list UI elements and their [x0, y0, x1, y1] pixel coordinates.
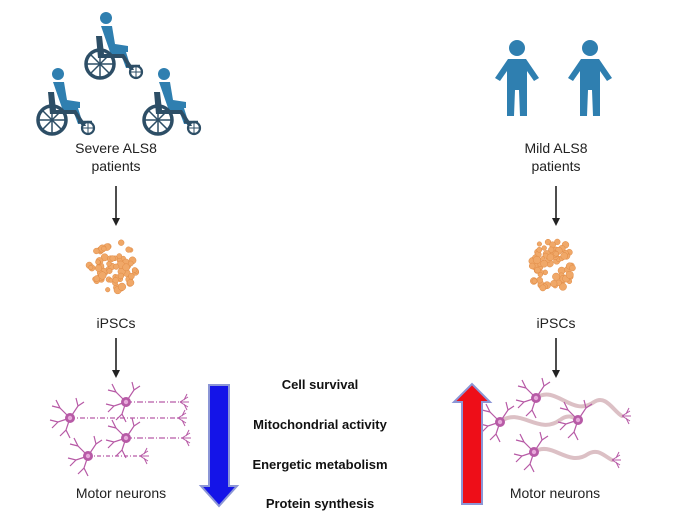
motor-neuron-icon: [105, 381, 190, 423]
ipsc-cell: [131, 267, 138, 273]
wheelchair-user-icon: [142, 66, 202, 136]
effect-protein-synthesis: Protein synthesis: [265, 496, 375, 511]
ipsc-cell: [94, 264, 103, 272]
ipsc-cell: [531, 278, 538, 284]
ipsc-cell: [536, 241, 542, 247]
ipsc-cell: [128, 272, 135, 280]
ipsc-cell: [558, 282, 567, 291]
ipsc-cell: [550, 280, 558, 288]
ipsc-cell: [106, 261, 112, 267]
ipsc-label-right: iPSCs: [536, 315, 576, 331]
ipsc-cluster-icon: [85, 239, 140, 295]
ipsc-cell: [122, 263, 131, 272]
ipsc-cell: [554, 238, 561, 246]
effect-mitochondrial-activity: Mitochondrial activity: [253, 417, 387, 432]
ipsc-cell: [93, 247, 100, 255]
ipsc-cell: [125, 246, 132, 253]
ipsc-cluster-icon: [528, 238, 576, 292]
motor-neuron-icon: [513, 431, 622, 473]
ipsc-cell: [546, 253, 555, 262]
ipsc-cell: [534, 266, 541, 274]
decrease-arrow: [198, 384, 240, 508]
ipsc-cell: [537, 271, 543, 278]
ipsc-cell: [127, 260, 134, 267]
ipsc-cell: [109, 255, 116, 262]
ipsc-cell: [126, 279, 135, 287]
ipsc-cell: [532, 255, 541, 265]
ipsc-cell: [101, 246, 107, 252]
severe-patients-line2: patients: [91, 158, 141, 174]
standing-person-icon: [568, 40, 612, 116]
ipsc-cell: [113, 263, 120, 270]
ipsc-cell: [540, 256, 546, 261]
motor-neuron-icon: [479, 399, 593, 443]
ipsc-cell: [541, 245, 547, 251]
ipsc-cell: [536, 246, 543, 253]
ipsc-cell: [553, 251, 559, 257]
ipsc-cell: [552, 272, 561, 281]
ipsc-cell: [88, 265, 94, 270]
increase-arrow: [451, 382, 493, 505]
mild-patients-line2: patients: [531, 158, 581, 174]
ipsc-cell: [112, 277, 119, 284]
ipsc-cell: [560, 252, 568, 260]
mild-patients-label: Mild ALS8 patients: [495, 139, 617, 175]
severe-patients-line1: Severe ALS8: [75, 140, 157, 156]
effect-energetic-metabolism: Energetic metabolism: [252, 457, 388, 472]
ipsc-cell: [116, 253, 123, 259]
ipsc-cell: [117, 272, 125, 280]
ipsc-cell: [117, 282, 127, 291]
motor-neuron-icon: [105, 417, 192, 459]
ipsc-cell: [98, 271, 107, 280]
motor-neuron-icon: [67, 435, 150, 477]
motor-neurons-label-left: Motor neurons: [75, 485, 167, 501]
standing-person-icon: [495, 40, 539, 116]
ipsc-label-left: iPSCs: [96, 315, 136, 331]
ipsc-cell: [540, 260, 548, 268]
wheelchair-user-icon: [36, 66, 96, 136]
wheelchair-user-icon: [84, 10, 144, 80]
ipsc-cell: [528, 262, 536, 270]
motor-neurons-label-right: Motor neurons: [509, 485, 601, 501]
mild-patients-line1: Mild ALS8: [524, 140, 588, 156]
ipsc-cell: [569, 264, 576, 272]
ipsc-cell: [105, 287, 111, 293]
ipsc-cell: [95, 259, 101, 265]
severe-patients-label: Severe ALS8 patients: [52, 139, 180, 175]
ipsc-cell: [106, 268, 113, 274]
ipsc-cell: [565, 270, 574, 279]
ipsc-cell: [539, 284, 547, 292]
ipsc-cell: [118, 239, 125, 246]
motor-neuron-icon: [515, 377, 632, 425]
ipsc-cell: [548, 246, 555, 253]
effect-cell-survival: Cell survival: [281, 377, 359, 392]
